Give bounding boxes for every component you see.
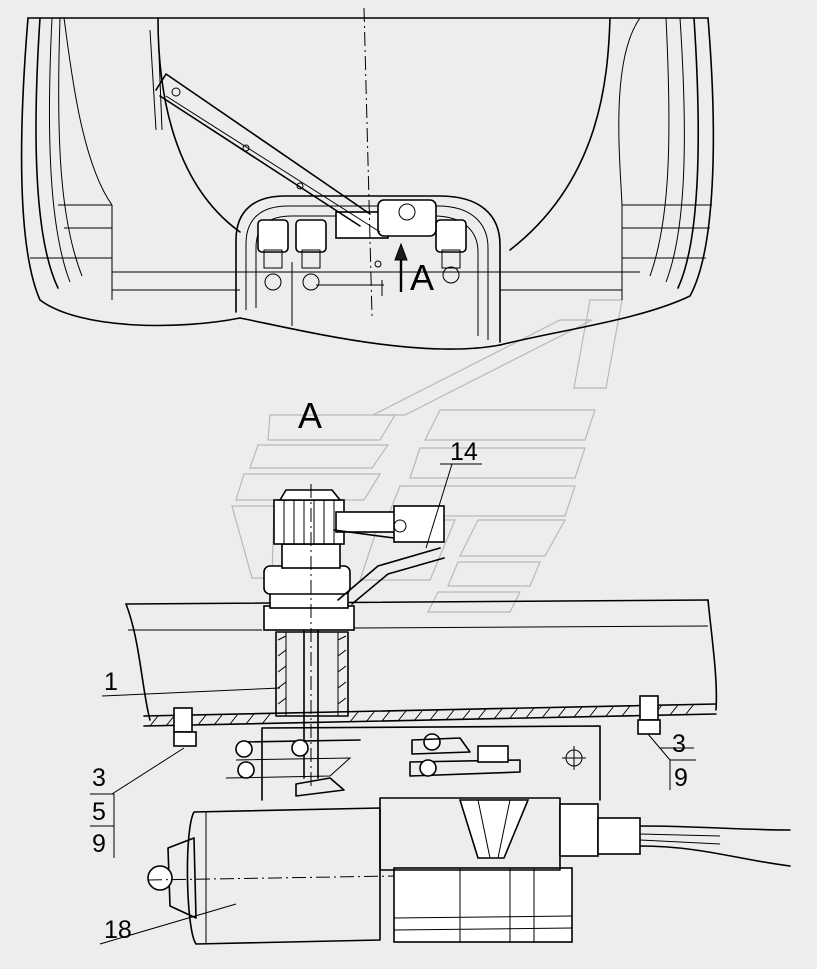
limit-switch <box>333 505 445 605</box>
view-marker-letter: A <box>410 257 434 298</box>
callout-14: 14 <box>450 438 478 466</box>
frame-beam <box>125 599 718 727</box>
wiper-motor <box>147 797 791 945</box>
callout-right-9: 9 <box>674 764 688 792</box>
callout-right-3: 3 <box>672 730 686 758</box>
view-title: A <box>298 395 322 436</box>
leader-lines <box>99 463 694 945</box>
cab-top-view <box>20 7 715 350</box>
callout-18: 18 <box>104 916 132 944</box>
callout-left-9: 9 <box>92 830 106 858</box>
callout-1: 1 <box>104 668 118 696</box>
bolts <box>173 695 661 747</box>
callout-left-3: 3 <box>92 764 106 792</box>
callout-stack-right: 3 9 <box>669 730 696 792</box>
wiper-shaft-assembly <box>263 484 355 790</box>
callout-left-5: 5 <box>92 798 106 826</box>
plate-hatching <box>149 703 695 727</box>
motor-bracket <box>225 725 601 801</box>
callout-stack-left: 3 5 9 <box>90 764 115 858</box>
